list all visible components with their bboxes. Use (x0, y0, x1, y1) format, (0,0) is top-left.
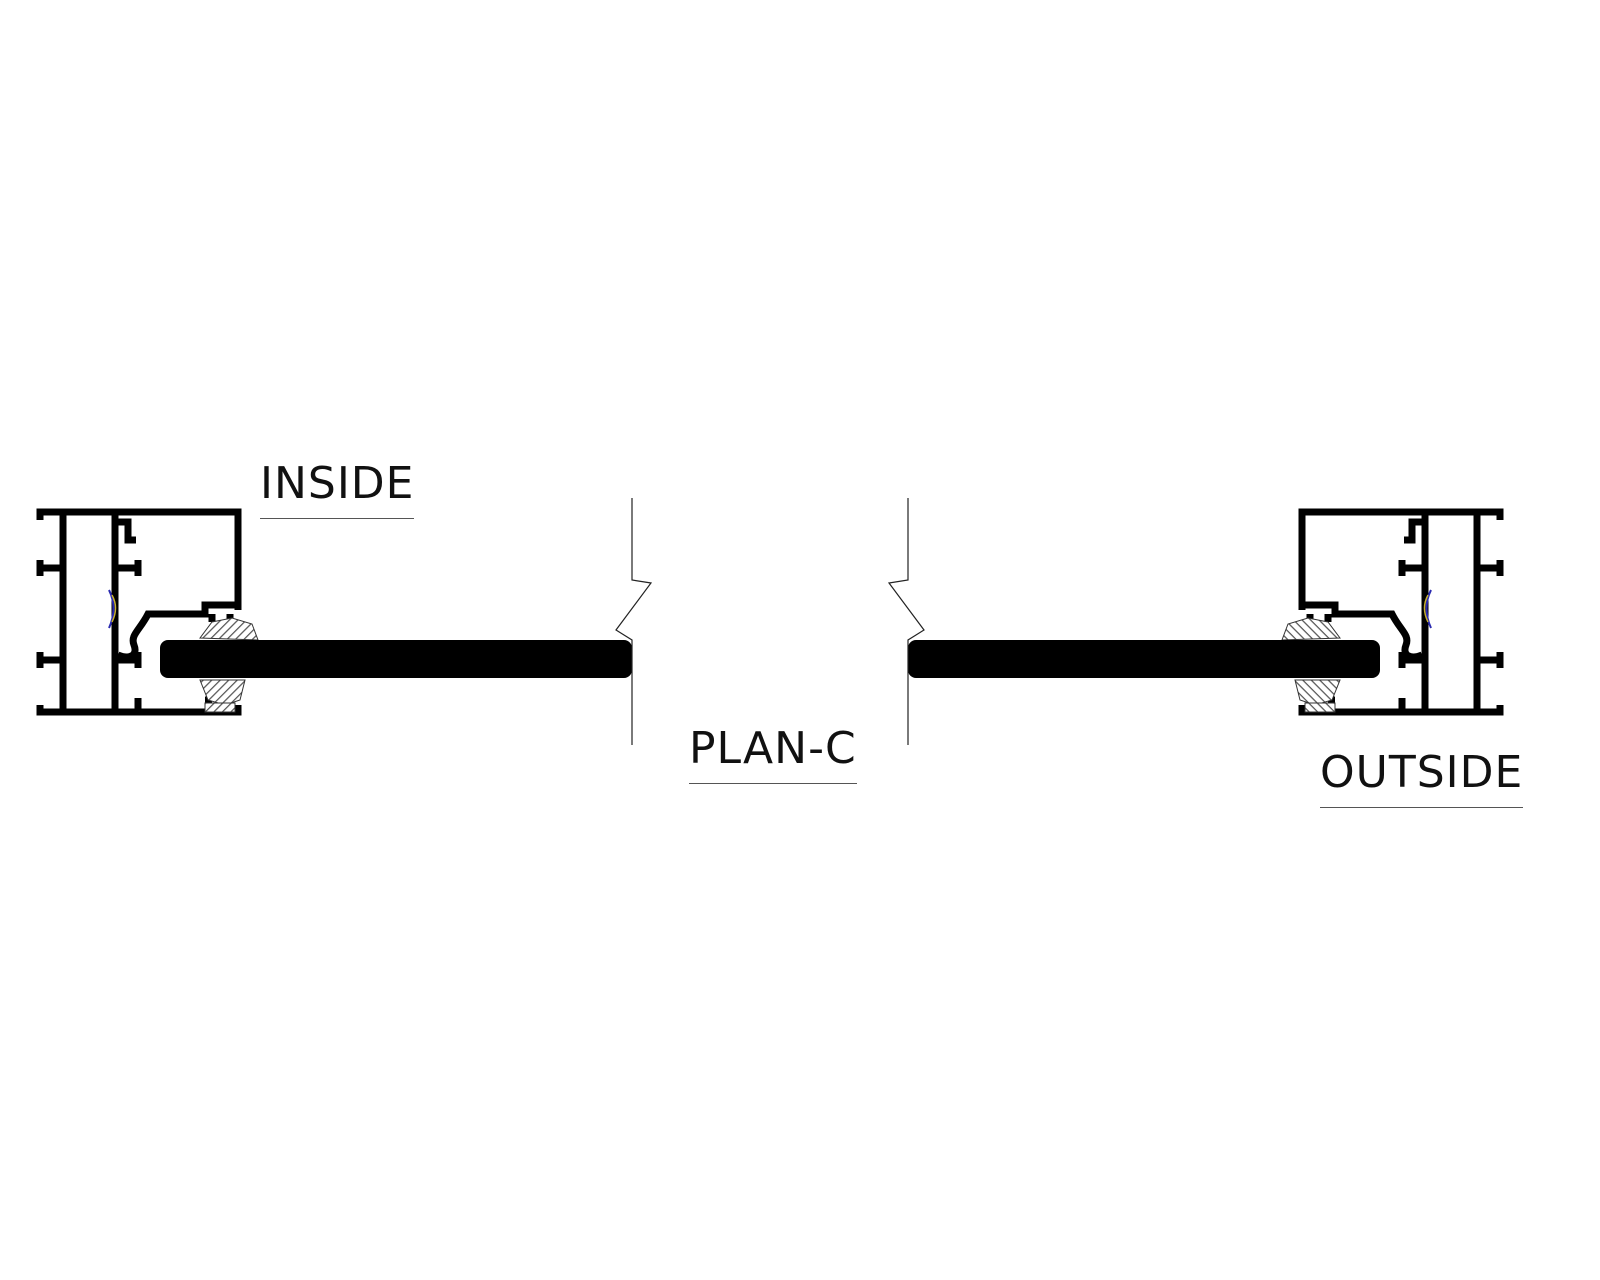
inside-frame-section (40, 498, 651, 745)
plan-title: PLAN-C (689, 727, 857, 784)
inside-label: INSIDE (260, 462, 415, 519)
outside-frame-section (889, 498, 1500, 745)
outside-label: OUTSIDE (1320, 751, 1524, 808)
